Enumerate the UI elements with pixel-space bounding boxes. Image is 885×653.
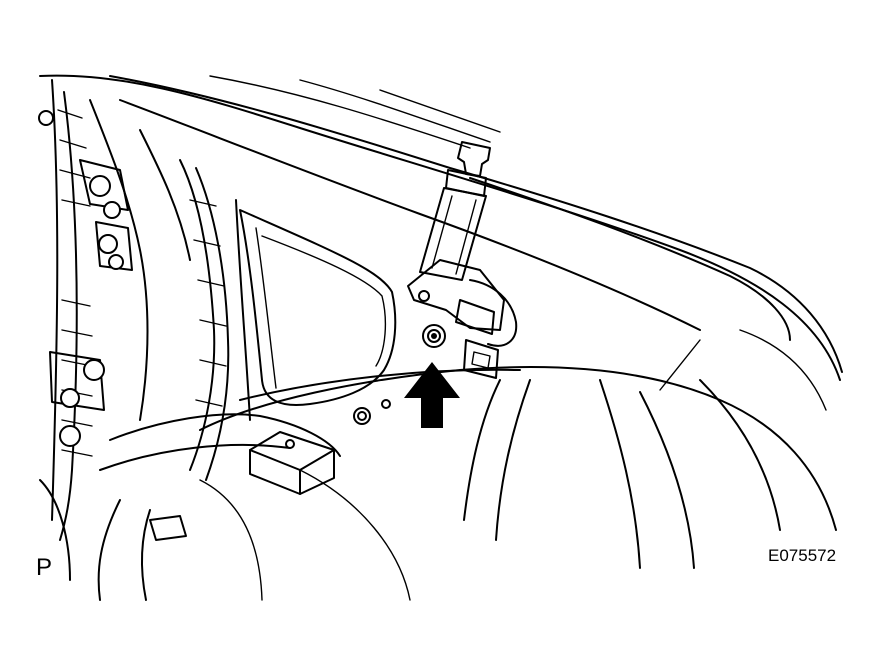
roof-panel [39, 74, 843, 381]
bracket-hole [285, 439, 295, 449]
hinge-bolt [59, 425, 81, 447]
hinge-bolt [60, 388, 80, 408]
belt-anchor-assembly [407, 141, 518, 379]
lower-body-contours [39, 329, 837, 601]
up-arrow-icon [404, 362, 460, 428]
hinge-bolt [103, 201, 121, 219]
position-marker: P [36, 554, 53, 581]
anchor-bolt [422, 324, 446, 348]
fixing-holes [353, 399, 391, 425]
hinge-bolt [89, 175, 111, 197]
hinge-bolt [38, 110, 54, 126]
hinge-bolt [108, 254, 124, 270]
quarter-window [235, 199, 397, 421]
center-pillar [179, 159, 230, 481]
anchor-pin [418, 290, 430, 302]
figure-code: E075572 [768, 546, 837, 565]
left-pillar [38, 79, 191, 541]
hinge-bolt [83, 359, 105, 381]
floor-bracket [249, 431, 335, 495]
hinge-bolt [98, 234, 118, 254]
